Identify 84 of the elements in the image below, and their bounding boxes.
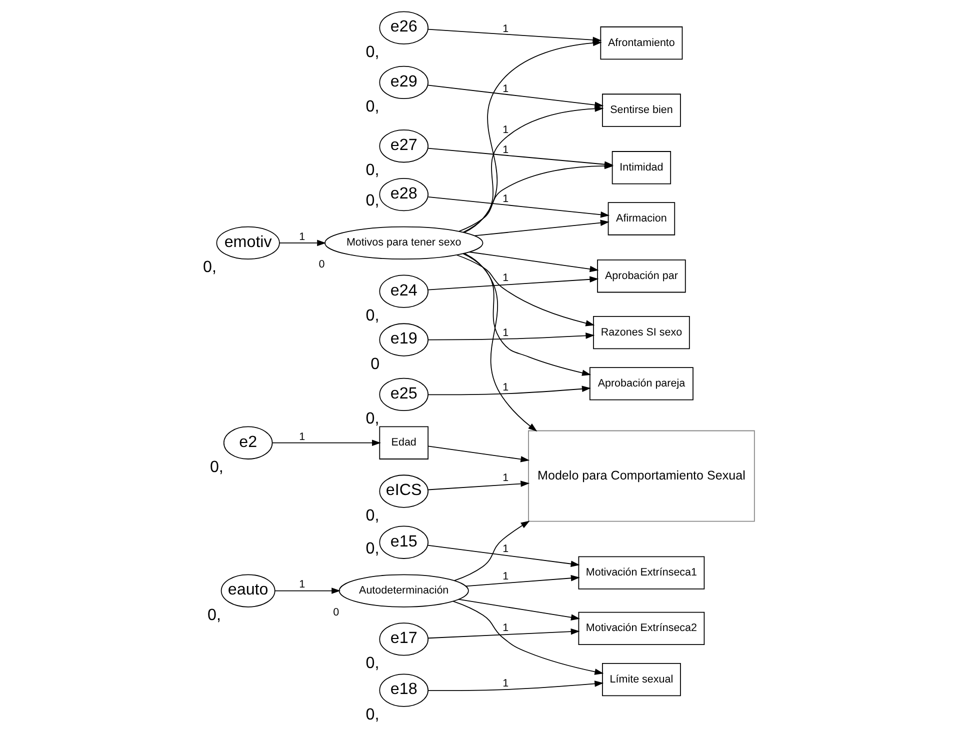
node-ellipse: eICS bbox=[378, 474, 428, 508]
edge-label: 1 bbox=[298, 578, 305, 591]
node-ellipse: e24 bbox=[378, 274, 428, 308]
node-ellipse: e26 bbox=[378, 11, 428, 44]
edge-label: 1 bbox=[502, 472, 508, 484]
node-ellipse: e28 bbox=[378, 178, 428, 212]
node-ellipse: e25 bbox=[378, 378, 428, 412]
node-box: Aprobación par bbox=[596, 260, 686, 293]
node-label: 0, bbox=[365, 539, 379, 558]
arrow bbox=[462, 106, 604, 233]
node-box: Motivación Extrínseca2 bbox=[578, 612, 704, 646]
edge-label: 1 bbox=[502, 542, 508, 555]
arrow bbox=[427, 680, 604, 692]
node-box: Afrontamiento bbox=[600, 26, 682, 60]
node-box: Afirmacion bbox=[607, 202, 675, 236]
node-label: 0 bbox=[370, 354, 380, 373]
arrow bbox=[426, 544, 580, 567]
node-label: 0, bbox=[365, 42, 379, 61]
arrow bbox=[278, 240, 326, 246]
edge-label: 1 bbox=[502, 326, 508, 339]
node-label: 0, bbox=[365, 654, 379, 672]
arrow bbox=[271, 440, 380, 446]
node-label: 0, bbox=[365, 705, 379, 724]
edge-label: 1 bbox=[502, 570, 508, 583]
node-label: 0, bbox=[207, 606, 221, 624]
edge-label: 1 bbox=[502, 677, 508, 690]
edge-label: 1 bbox=[502, 382, 508, 394]
arrow bbox=[458, 598, 580, 620]
edge-label: 1 bbox=[502, 124, 508, 136]
node-box: Límite sexual bbox=[602, 662, 680, 696]
node-label: 0, bbox=[365, 506, 379, 524]
node-ellipse: Motivos para tener sexo bbox=[324, 226, 483, 260]
edge-label: 1 bbox=[502, 22, 508, 35]
node-ellipse: e17 bbox=[378, 622, 428, 656]
arrow bbox=[427, 276, 598, 290]
node-label: 0 bbox=[332, 606, 339, 619]
arrow bbox=[427, 628, 580, 639]
arrow bbox=[427, 446, 530, 462]
arrow bbox=[464, 575, 580, 587]
edge-label: 1 bbox=[502, 193, 508, 206]
node-ellipse: e29 bbox=[378, 66, 428, 100]
node-ellipse: e18 bbox=[378, 674, 428, 707]
arrow bbox=[468, 252, 598, 272]
edge-label: 1 bbox=[502, 144, 508, 156]
edge-label: 1 bbox=[502, 272, 508, 284]
arrow bbox=[458, 162, 613, 232]
node-box: Sentirse bien bbox=[602, 94, 680, 127]
edge-label: 1 bbox=[502, 82, 508, 95]
node-ellipse: Autodeterminación bbox=[338, 574, 468, 608]
node-ellipse: emotiv bbox=[216, 226, 280, 260]
node-ellipse: e2 bbox=[222, 426, 272, 460]
edge-label: 1 bbox=[298, 230, 305, 243]
node-box: Edad bbox=[378, 426, 428, 460]
node-label: 0, bbox=[209, 458, 223, 476]
arrow bbox=[427, 480, 530, 490]
arrow bbox=[452, 600, 604, 675]
node-box: Razones SI sexo bbox=[592, 316, 690, 350]
arrow bbox=[462, 253, 591, 376]
arrow bbox=[427, 196, 610, 218]
node-box: Aprobación pareja bbox=[588, 367, 693, 400]
arrow bbox=[454, 520, 530, 582]
node-label: 0, bbox=[365, 409, 379, 428]
arrow bbox=[474, 220, 609, 236]
arrow bbox=[464, 253, 537, 432]
node-label: 0, bbox=[365, 306, 379, 324]
node-label: 0, bbox=[365, 98, 379, 116]
node-label: 0, bbox=[365, 161, 379, 180]
edge-label: 1 bbox=[298, 430, 305, 443]
edge-label: 1 bbox=[502, 622, 508, 634]
node-ellipse: e15 bbox=[378, 526, 428, 559]
node-label: 0, bbox=[202, 258, 216, 276]
node-box: Modelo para Comportamiento Sexual bbox=[528, 430, 754, 522]
arrow bbox=[427, 332, 594, 340]
arrow bbox=[427, 386, 590, 396]
node-box: Motivación Extrínseca1 bbox=[578, 556, 704, 590]
node-label: 0, bbox=[365, 192, 379, 210]
node-ellipse: e19 bbox=[378, 323, 428, 356]
arrow bbox=[464, 40, 602, 233]
arrow bbox=[274, 588, 340, 594]
arrow bbox=[456, 254, 594, 326]
node-label: 0 bbox=[318, 258, 324, 271]
node-ellipse: e27 bbox=[378, 130, 428, 163]
node-ellipse: eauto bbox=[220, 574, 275, 608]
node-box: Intimidad bbox=[611, 151, 671, 184]
